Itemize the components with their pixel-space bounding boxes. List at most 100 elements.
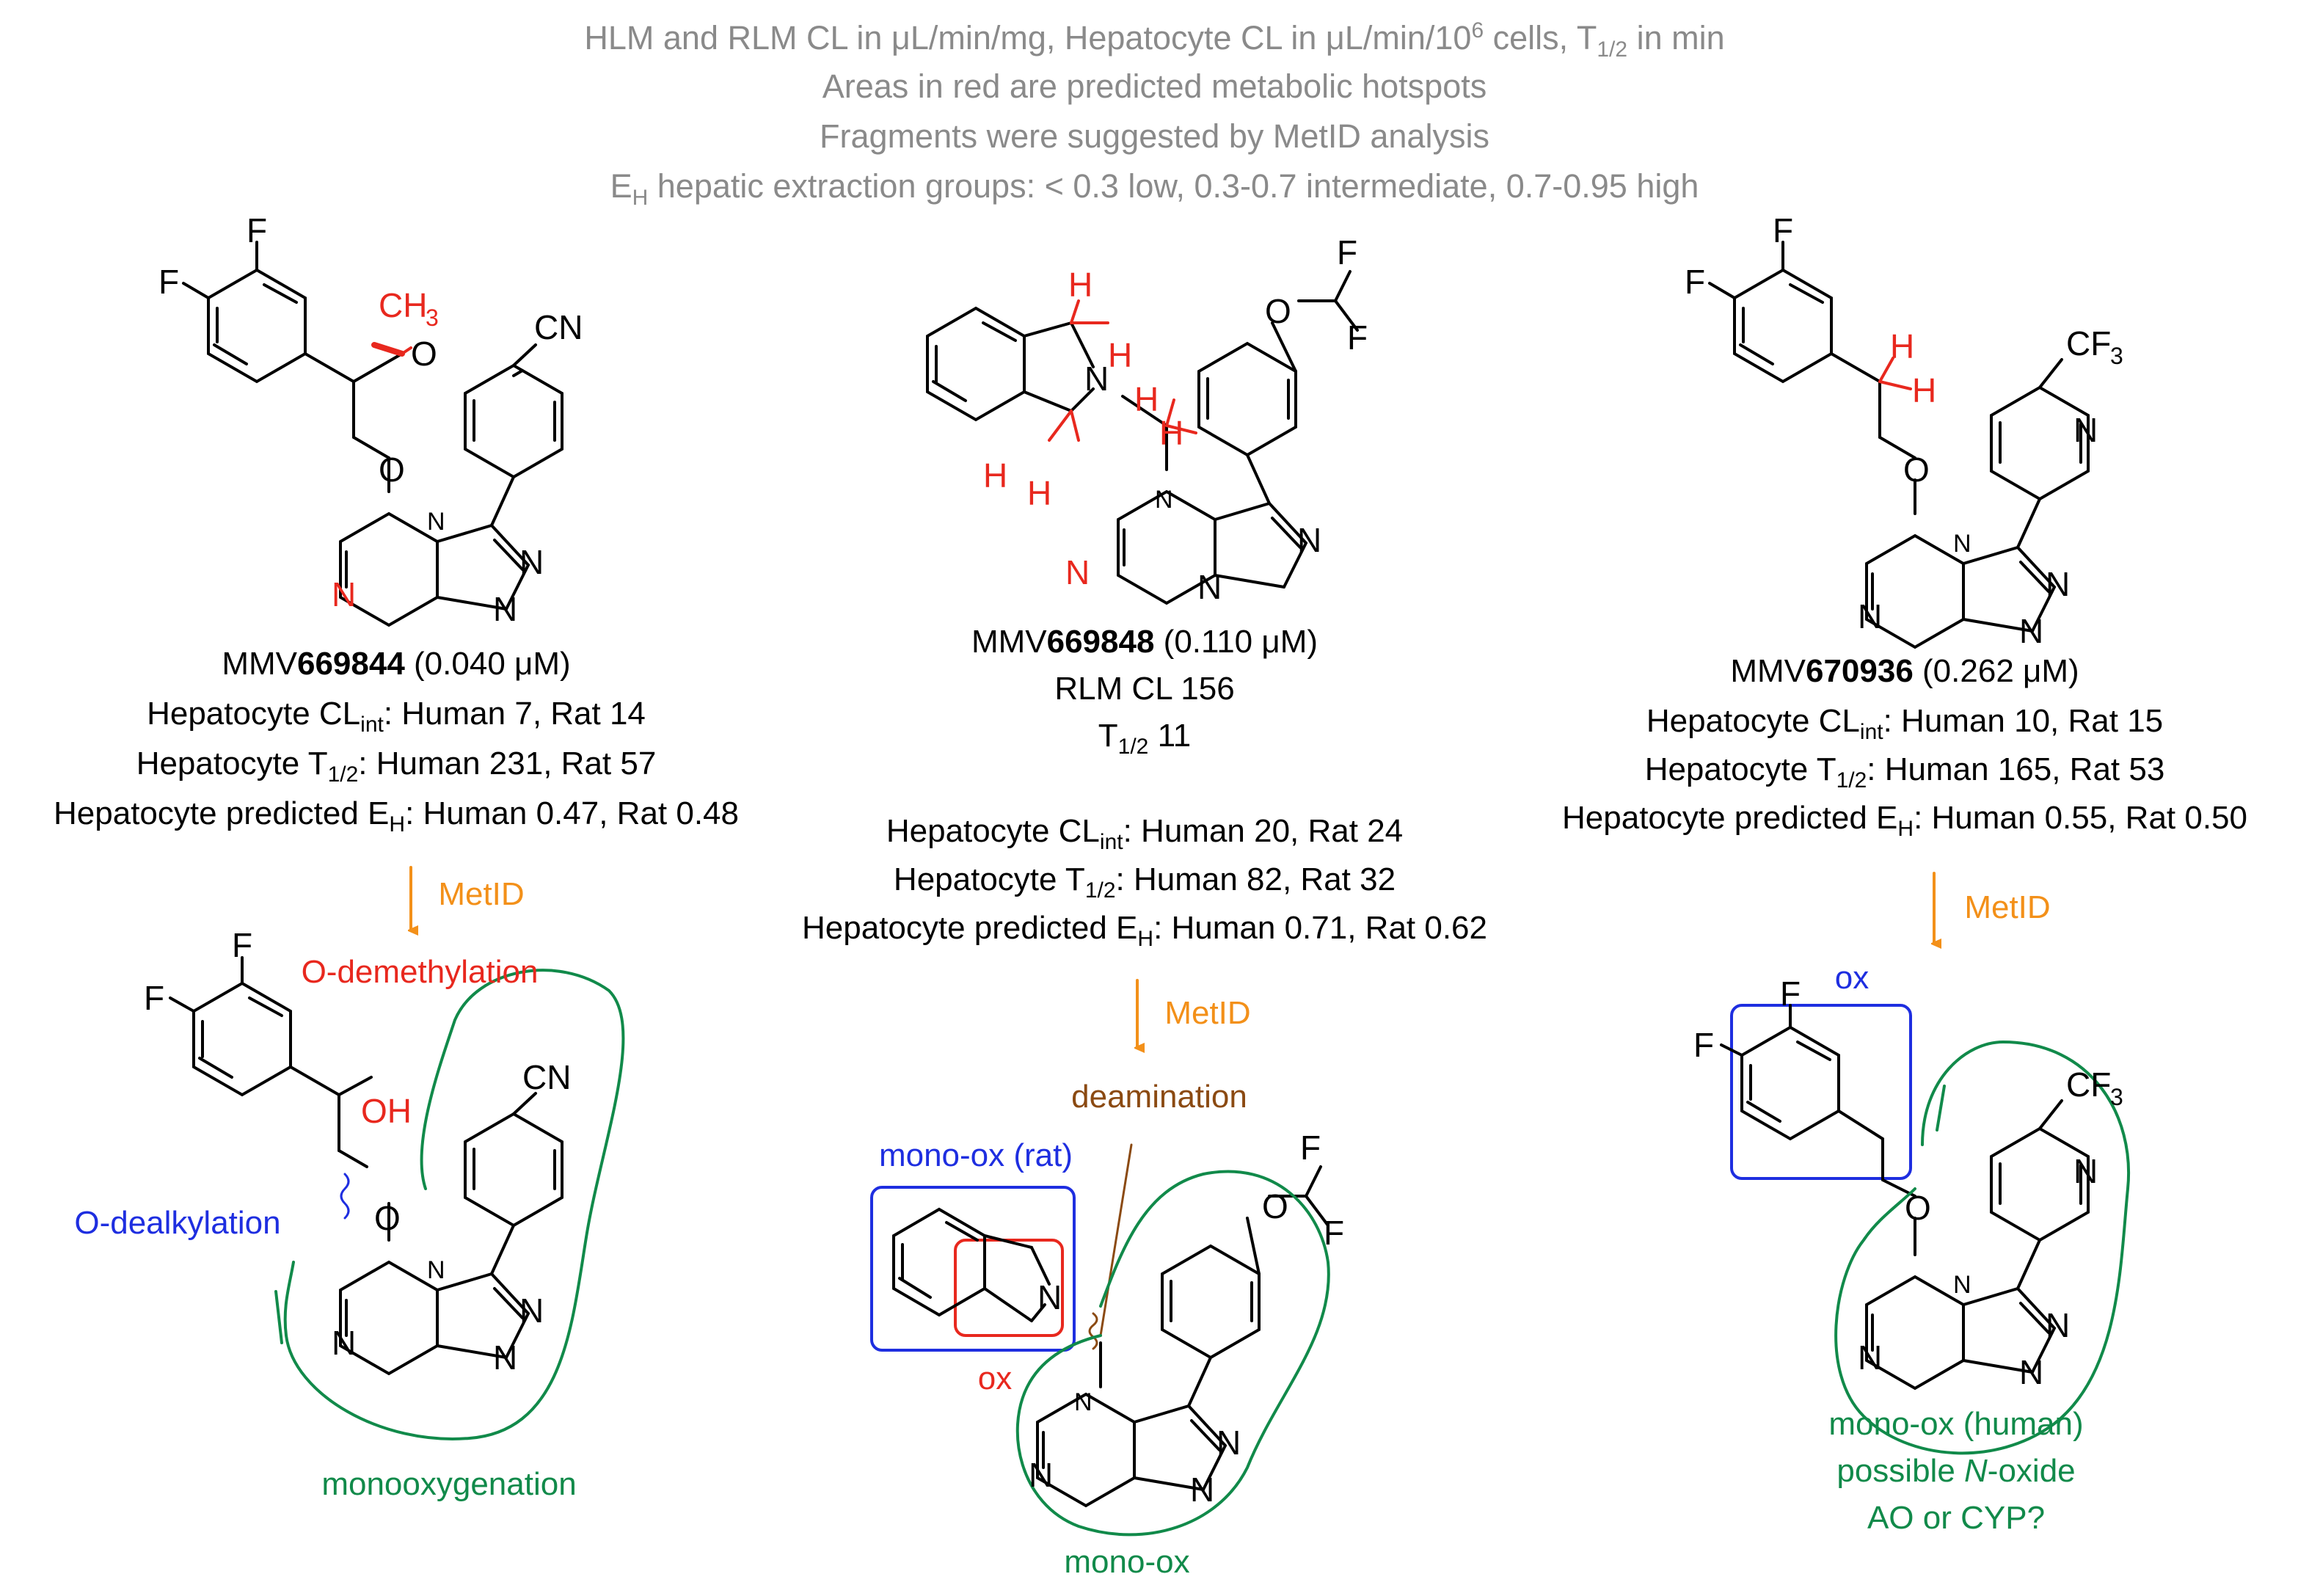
atom-o: O [1903, 451, 1930, 489]
atom-cf: CF [2066, 324, 2111, 362]
deamination-cut-line [1099, 1143, 1133, 1337]
mono-ox-rat-box [870, 1186, 1076, 1352]
atom-h: H [1068, 266, 1093, 304]
atom-n: N [1084, 360, 1109, 398]
atom-cf: CF [2066, 1065, 2111, 1104]
atom-n: N [2046, 1306, 2070, 1344]
atom-f: F [144, 979, 164, 1017]
atom-n: N [427, 1256, 445, 1284]
atom-f: F [232, 926, 252, 964]
atom-o: O [379, 451, 405, 489]
atom-h: H [1159, 414, 1183, 452]
atom-n: N [2073, 411, 2098, 449]
possible-n-oxide-label: possible N-oxide [1836, 1453, 2076, 1489]
atom-n: N [1858, 1338, 1882, 1377]
atom-f: F [1324, 1214, 1344, 1252]
compound-669848-rlm: RLM CL 156 [1054, 671, 1235, 707]
hotspot-hydrogens-670936 [1878, 357, 1912, 390]
compound-669848-thalf: Hepatocyte T1/2: Human 82, Rat 32 [893, 861, 1396, 903]
header-hotspot-line: Areas in red are predicted metabolic hot… [822, 68, 1487, 105]
metabolite-669844-structure [169, 956, 563, 1376]
ao-or-cyp-label: AO or CYP? [1867, 1500, 2046, 1536]
atom-ch-sub: 3 [426, 305, 439, 331]
atom-n: N [2019, 612, 2043, 650]
atom-n: N [519, 1291, 544, 1330]
atom-n: N [427, 508, 445, 536]
atom-n: N [1155, 486, 1173, 514]
atom-o: O [1262, 1187, 1288, 1225]
atom-n-hotspot: N [332, 575, 356, 613]
atom-h: H [983, 456, 1007, 495]
atom-n: N [1029, 1456, 1053, 1494]
header-extraction-line: EH hepatic extraction groups: < 0.3 low,… [610, 167, 1699, 210]
atom-h: H [1912, 371, 1936, 409]
atom-f: F [1337, 233, 1357, 272]
o-demethylation-label: O-demethylation [301, 954, 539, 990]
mono-ox-fragment-outline [1015, 1170, 1330, 1537]
atom-cn: CN [522, 1058, 571, 1096]
atom-n: N [1190, 1471, 1214, 1509]
compound-670936-structure [1708, 241, 2090, 649]
atom-f: F [1685, 263, 1705, 301]
deamination-label: deamination [1071, 1079, 1247, 1115]
atom-h: H [1108, 336, 1132, 374]
atom-o: O [1265, 292, 1291, 330]
mono-ox-human-label: mono-ox (human) [1828, 1406, 2084, 1442]
metid-label-2: MetID [1164, 995, 1251, 1031]
atom-n: N [332, 1324, 356, 1362]
mono-ox-rat-label: mono-ox (rat) [878, 1137, 1073, 1173]
hotspot-hydrogens-669848 [1048, 299, 1197, 442]
atom-f: F [1347, 318, 1368, 357]
atom-f: F [1693, 1026, 1714, 1064]
atom-n: N [1953, 1271, 1971, 1299]
atom-n: N [519, 543, 544, 581]
compound-669848-structure [926, 270, 1359, 605]
header-units-line: HLM and RLM CL in μL/min/mg, Hepatocyte … [584, 18, 1725, 62]
atom-n-hotspot: N [1065, 553, 1090, 591]
atom-n: N [493, 1338, 517, 1377]
atom-o: O [374, 1199, 401, 1237]
compound-669844-clint: Hepatocyte CLint: Human 7, Rat 14 [147, 696, 646, 737]
atom-cn: CN [534, 308, 583, 346]
compound-669844-title: MMV669844 (0.040 μM) [222, 646, 571, 682]
monooxygenation-fragment-outline [283, 969, 625, 1440]
metabolite-670936-structure [1720, 1004, 2090, 1391]
atom-h: H [1890, 327, 1914, 365]
atom-f: F [1780, 974, 1801, 1013]
atom-n: N [2046, 565, 2070, 603]
ox-red-box [954, 1239, 1064, 1337]
atom-n: N [1037, 1278, 1062, 1316]
atom-n: N [2073, 1152, 2098, 1190]
ox-blue-label: ox [1834, 960, 1870, 996]
dealkylation-squiggle [340, 1173, 350, 1220]
ox-blue-box [1730, 1004, 1912, 1180]
wedge-bond [371, 342, 405, 357]
atom-f: F [1300, 1129, 1321, 1167]
atom-f: F [158, 263, 179, 301]
o-dealkylation-label: O-dealkylation [74, 1205, 281, 1241]
atom-o: O [411, 335, 437, 373]
compound-670936-clint: Hepatocyte CLint: Human 10, Rat 15 [1646, 703, 2164, 744]
atom-o: O [1905, 1189, 1931, 1227]
metabolite-669848-structure [892, 1165, 1329, 1508]
atom-n: N [1858, 597, 1882, 635]
atom-n: N [1297, 521, 1321, 559]
compound-670936-thalf: Hepatocyte T1/2: Human 165, Rat 53 [1644, 751, 2165, 792]
compound-669844-eh: Hepatocyte predicted EH: Human 0.47, Rat… [54, 795, 739, 837]
header-metid-line: Fragments were suggested by MetID analys… [820, 117, 1489, 155]
compound-670936-title: MMV670936 (0.262 μM) [1730, 653, 2079, 689]
atom-f: F [1773, 211, 1793, 249]
mono-ox-human-fragment-outline [1834, 1040, 2130, 1455]
atom-oh: OH [361, 1092, 412, 1130]
atom-f: F [247, 211, 267, 249]
ox-red-label: ox [977, 1360, 1013, 1396]
atom-n: N [2019, 1353, 2043, 1391]
deamination-squiggle [1088, 1312, 1098, 1350]
compound-670936-eh: Hepatocyte predicted EH: Human 0.55, Rat… [1562, 800, 2247, 841]
monooxygenation-label: monooxygenation [321, 1466, 577, 1502]
atom-cf-sub: 3 [2110, 343, 2123, 369]
compound-669848-clint: Hepatocyte CLint: Human 20, Rat 24 [886, 813, 1404, 854]
atom-n: N [1953, 530, 1971, 558]
atom-n: N [493, 590, 517, 628]
